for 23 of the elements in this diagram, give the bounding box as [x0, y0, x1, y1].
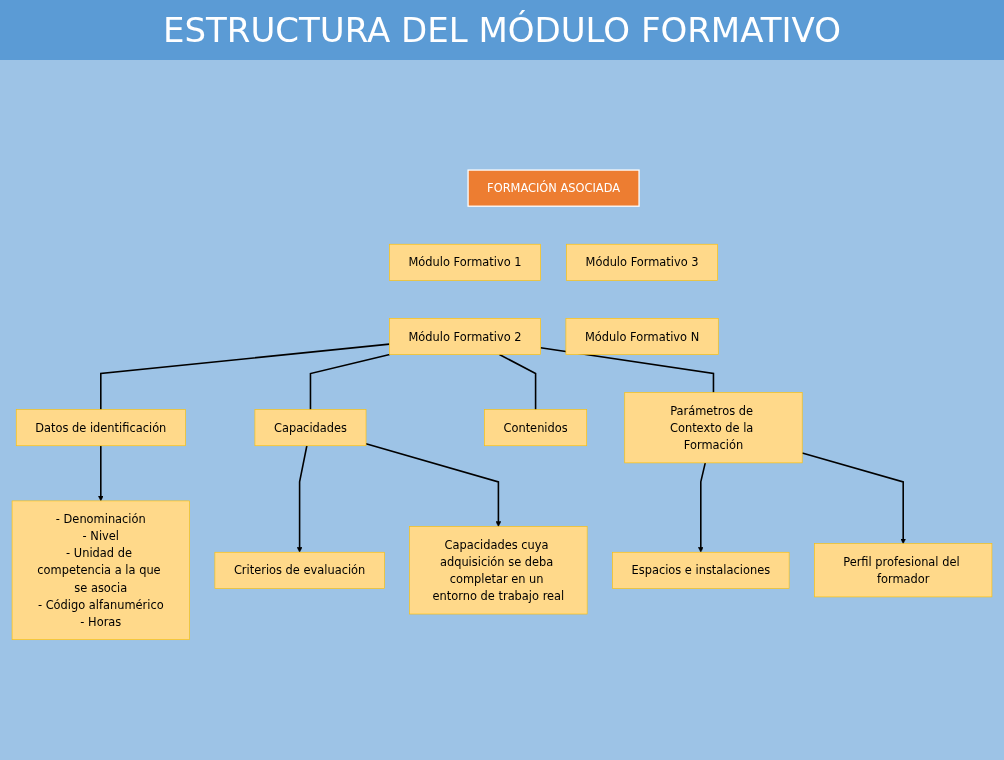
arrow	[801, 452, 906, 545]
arrow	[365, 443, 502, 527]
node-box: - Denominación - Nivel - Unidad de competencia a la que se asocia - Código alfanumérico - Horas	[11, 500, 190, 641]
node-box: Espacios e instalaciones	[612, 552, 790, 589]
node-box: FORMACIÓN ASOCIADA	[467, 169, 640, 207]
node-box: Módulo Formativo 3	[566, 244, 718, 281]
node-box: Módulo Formativo 1	[389, 244, 541, 281]
node-box: Criterios de evaluación	[214, 552, 385, 589]
node-box: Capacidades	[254, 409, 367, 447]
node-box: Parámetros de Contexto de la Formación	[624, 392, 803, 464]
node-box: Datos de identificación	[15, 409, 186, 447]
arrow	[296, 445, 308, 553]
node-box: Capacidades cuya adquisición se deba completar en un entorno de trabajo real	[409, 526, 588, 615]
node-box: Perfil profesional del formador	[814, 543, 993, 598]
arrow	[98, 445, 104, 502]
connector	[309, 353, 391, 411]
connector	[100, 343, 391, 411]
node-box: Módulo Formativo N	[565, 318, 719, 355]
title: ESTRUCTURA DEL MÓDULO FORMATIVO	[0, 0, 1004, 60]
arrow	[698, 462, 707, 553]
node-box: Contenidos	[484, 409, 588, 447]
node-box: Módulo Formativo 2	[389, 318, 541, 355]
connector	[498, 353, 537, 411]
